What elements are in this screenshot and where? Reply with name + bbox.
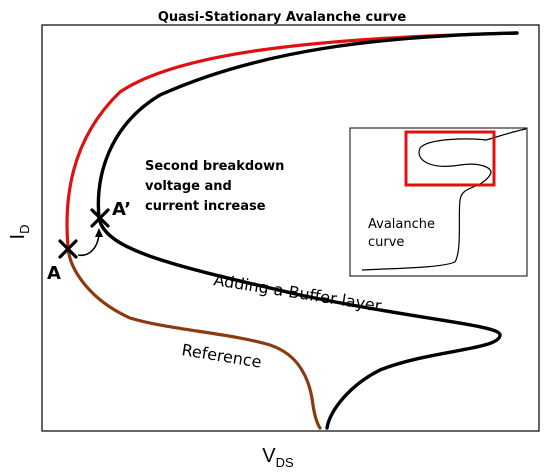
plot-frame bbox=[41, 24, 540, 432]
point-a-prime-marker bbox=[90, 208, 110, 228]
series-reference-curve bbox=[66, 246, 322, 430]
transition-arrow bbox=[77, 233, 100, 257]
transition-arrowhead-icon bbox=[95, 228, 103, 237]
y-axis-label: ID bbox=[7, 225, 32, 240]
series-red-curve bbox=[65, 31, 519, 250]
point-a-prime-label: A’ bbox=[112, 199, 131, 220]
inset-curve bbox=[361, 128, 527, 271]
reference-label: Reference bbox=[180, 340, 263, 371]
point-a-label: A bbox=[47, 263, 61, 284]
inset-avalanche-curve: Avalanche curve bbox=[349, 127, 528, 277]
inset-highlight-box bbox=[404, 130, 496, 187]
series-buffer-layer-curve bbox=[96, 31, 519, 430]
second-breakdown-annotation: Second breakdown voltage and current inc… bbox=[145, 159, 289, 214]
point-a-marker bbox=[58, 239, 78, 259]
inset-label: Avalanche curve bbox=[368, 217, 439, 250]
buffer-layer-label: Adding a Buffer layer bbox=[212, 270, 383, 315]
chart-title: Quasi-Stationary Avalanche curve bbox=[158, 10, 407, 25]
inset-frame bbox=[349, 127, 528, 277]
x-axis-label: VDS bbox=[262, 445, 294, 470]
